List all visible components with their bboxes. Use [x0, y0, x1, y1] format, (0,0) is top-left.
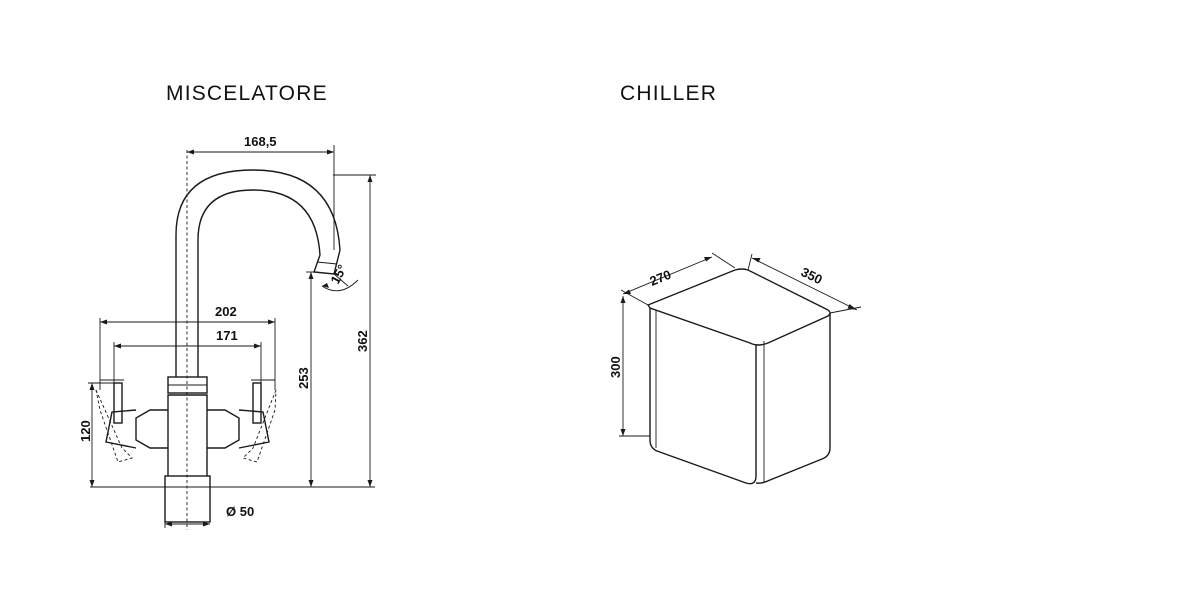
- dim-chiller-width: 350: [799, 264, 825, 287]
- faucet-base: [164, 475, 211, 523]
- faucet-drawing: 168,5 202 171 120 253 362: [78, 134, 376, 530]
- faucet-spout-outer: [175, 169, 341, 377]
- dim-base-diameter: Ø 50: [226, 504, 254, 519]
- dim-handle-outer: 202: [215, 304, 237, 319]
- dim-line-chiller-depth: [622, 256, 713, 295]
- left-handle: [95, 379, 168, 463]
- dim-spout-height: 253: [296, 367, 311, 389]
- faucet-spout-inner: [197, 189, 321, 377]
- dim-arc-spout-angle: [321, 279, 359, 292]
- dim-chiller-height: 300: [608, 356, 623, 378]
- dim-handle-inner: 171: [216, 328, 238, 343]
- dim-total-height: 362: [355, 330, 370, 352]
- chiller-side-face: [755, 313, 831, 484]
- faucet-nozzle: [313, 249, 341, 275]
- chiller-drawing: 270 350 300: [608, 252, 862, 485]
- dim-handle-height: 120: [78, 420, 93, 442]
- miscelatore-title: MISCELATORE: [166, 82, 328, 105]
- dim-spout-reach: 168,5: [244, 134, 277, 149]
- faucet-body: [167, 394, 208, 476]
- right-handle: [207, 379, 277, 463]
- chiller-top-face: [646, 268, 831, 346]
- chiller-front-face: [649, 308, 757, 485]
- dim-line-chiller-width: [751, 257, 858, 311]
- chiller-title: CHILLER: [620, 82, 718, 105]
- dim-spout-angle: 15°: [327, 262, 349, 286]
- dim-chiller-depth: 270: [648, 267, 674, 289]
